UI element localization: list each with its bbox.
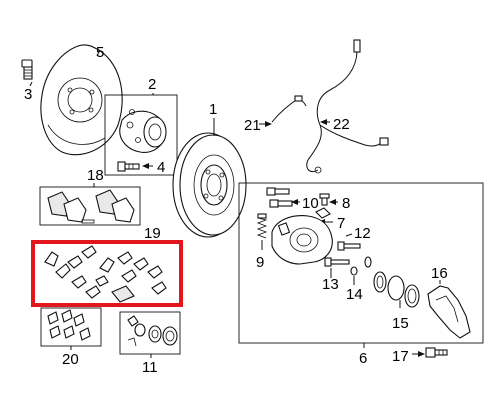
callout-14: 14 (346, 286, 363, 303)
bleeder-part (319, 193, 330, 206)
callout-13: 13 (322, 276, 339, 293)
callout-6: 6 (359, 350, 367, 367)
brake-pad-part (47, 189, 135, 224)
callout-1: 1 (209, 101, 217, 118)
callout-22: 22 (333, 116, 350, 133)
callout-16: 16 (431, 265, 448, 282)
pads-group-box (39, 186, 141, 226)
callout-9: 9 (256, 254, 264, 271)
hub-group-box (104, 94, 178, 176)
hardware-kit-part (44, 245, 167, 303)
callout-18: 18 (87, 167, 104, 184)
callout-5: 5 (96, 44, 104, 61)
guide-pin-lower-part (324, 257, 350, 267)
seal-kit-group-box (119, 311, 181, 355)
callout-20: 20 (62, 351, 79, 368)
callout-17: 17 (392, 348, 409, 365)
caliper-spring-part (256, 213, 268, 239)
caliper-bolt-part (266, 187, 293, 208)
brake-rotor-part (172, 132, 247, 238)
pad-clips-part (47, 309, 91, 341)
callout-4: 4 (157, 159, 165, 176)
callout-19: 19 (144, 225, 161, 242)
callout-15: 15 (392, 315, 409, 332)
hub-bearing-part (119, 109, 167, 153)
pin-boot-part (350, 266, 358, 276)
callout-3: 3 (24, 86, 32, 103)
callout-7: 7 (337, 215, 345, 232)
callout-8: 8 (342, 195, 350, 212)
caliper-group-box (238, 182, 484, 344)
piston-seal-part (364, 256, 420, 308)
bracket-bolt-part (425, 347, 448, 358)
seal-kit-part (127, 315, 178, 347)
callout-11: 11 (142, 359, 158, 376)
abs-sensor-harness-part (306, 39, 389, 174)
abs-wire-short-part (271, 95, 307, 123)
callout-12: 12 (354, 225, 371, 242)
caliper-bracket-part (427, 285, 471, 339)
dust-shield-part (40, 44, 123, 156)
hub-bolt-part (117, 161, 140, 172)
callout-21: 21 (244, 117, 261, 134)
callout-10: 10 (302, 195, 319, 212)
bolt-part (21, 59, 33, 80)
guide-pin-part (337, 241, 361, 251)
selection-highlight (31, 240, 183, 307)
callout-2: 2 (148, 76, 156, 93)
bleeder-cap-part (315, 207, 331, 219)
caliper-body-part (271, 215, 333, 265)
